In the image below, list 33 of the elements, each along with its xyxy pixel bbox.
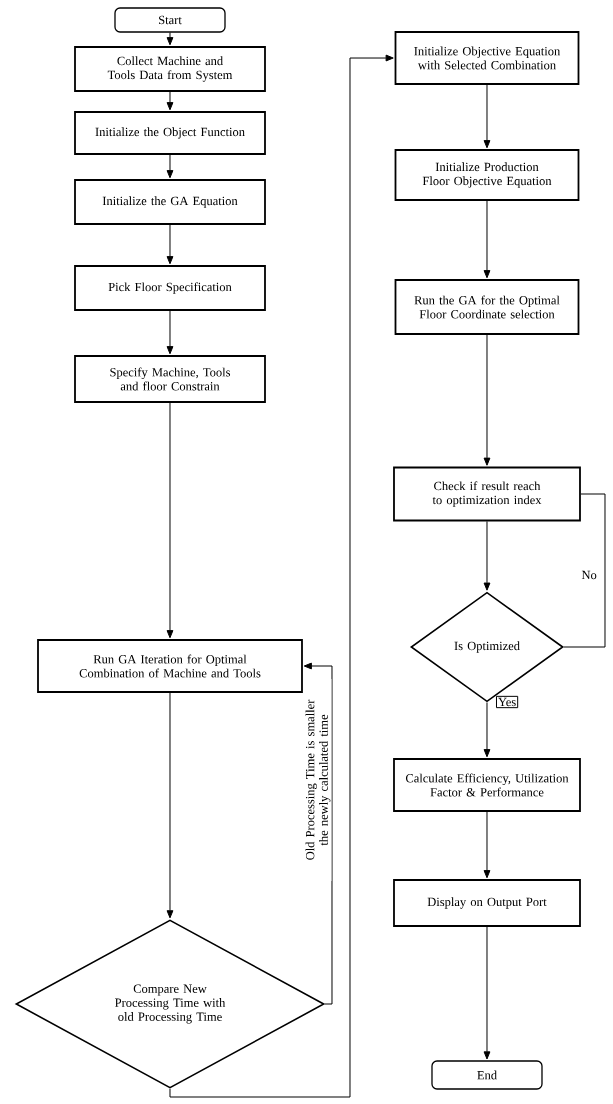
- arrow: [483, 701, 491, 758]
- process-box: Collect Machine and Tools Data from System: [74, 46, 266, 92]
- arrow: [166, 154, 174, 179]
- arrow: [483, 926, 491, 1060]
- process-box: Initialize the Object Function: [74, 111, 266, 155]
- arrow: [303, 662, 333, 1005]
- arrow: [483, 84, 491, 149]
- process-box: Check if result reach to optimization index: [393, 466, 581, 522]
- process-box: Initialize Production Floor Objective Equation: [394, 149, 580, 201]
- terminal-box: End: [431, 1060, 543, 1090]
- arrow: [166, 32, 174, 46]
- arrow: [169, 54, 394, 1098]
- process-box: Run the GA for the Optimal Floor Coordinate selection: [394, 279, 580, 335]
- edge-label: Old Processing Time is smaller the newly calculated time: [304, 679, 332, 881]
- process-box: Initialize Objective Equation with Selected Combination: [394, 31, 580, 85]
- process-box: Calculate Efficiency, Utilization Factor & Performance: [393, 758, 581, 812]
- arrow: [483, 520, 491, 591]
- arrow: [166, 310, 174, 355]
- process-box: Specify Machine, Tools and floor Constrain: [74, 355, 266, 403]
- process-box: Display on Output Port: [393, 879, 581, 927]
- arrow: [166, 692, 174, 919]
- terminal-box: Start: [114, 7, 226, 33]
- arrow: [483, 811, 491, 879]
- arrow: [483, 334, 491, 466]
- arrow: [166, 402, 174, 639]
- arrow: [166, 224, 174, 265]
- edge-label: No: [580, 569, 598, 581]
- process-box: Run GA Iteration for Optimal Combination of Machine and Tools: [37, 639, 303, 693]
- edge-label: Yes: [496, 695, 519, 709]
- process-box: Initialize the GA Equation: [74, 179, 266, 225]
- process-box: Pick Floor Specification: [74, 265, 266, 311]
- arrow: [166, 91, 174, 111]
- arrow: [483, 200, 491, 279]
